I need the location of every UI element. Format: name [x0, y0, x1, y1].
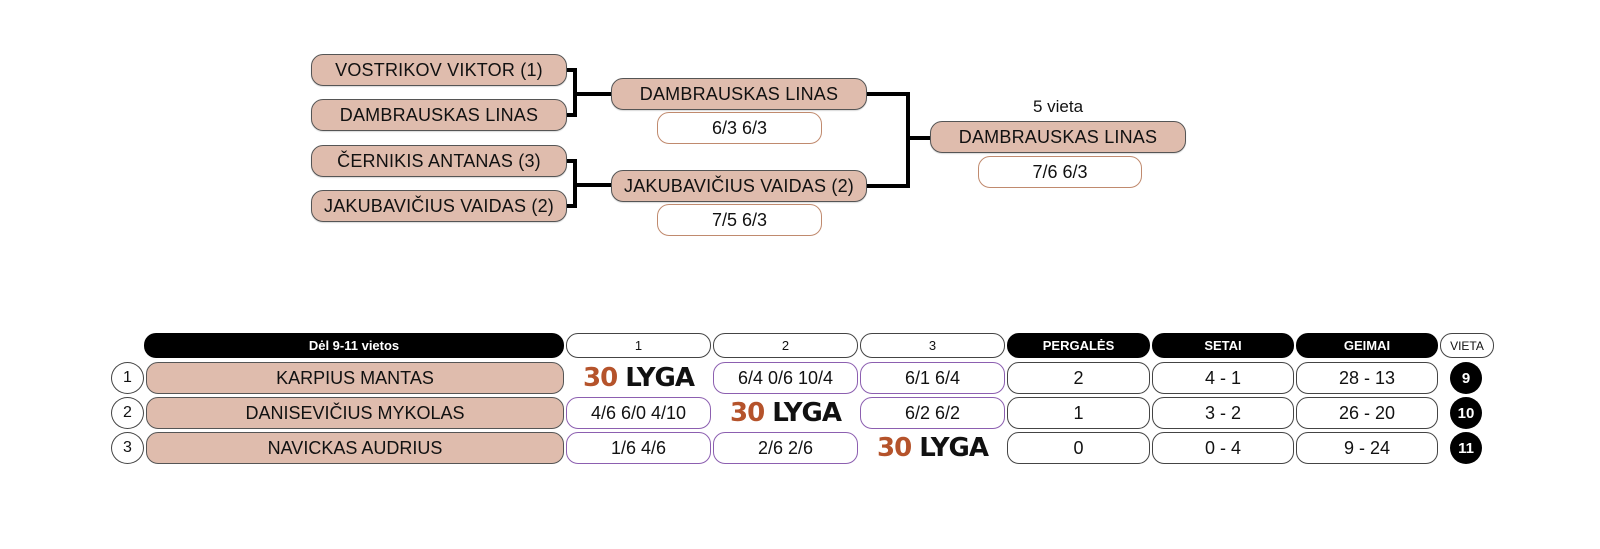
result-cell: 2/6 2/6: [713, 432, 858, 464]
sets-cell: 3 - 2: [1152, 397, 1294, 429]
games-cell: 9 - 24: [1296, 432, 1438, 464]
games-cell: 28 - 13: [1296, 362, 1438, 394]
col-header-1: 1: [566, 333, 711, 358]
player-name: DANISEVIČIUS MYKOLAS: [146, 397, 564, 429]
wins-cell: 0: [1007, 432, 1150, 464]
wins-cell: 2: [1007, 362, 1150, 394]
col-header-3: 3: [860, 333, 1005, 358]
logo-text: LYGA: [772, 398, 842, 428]
row-number: 1: [111, 362, 144, 394]
games-header: GEIMAI: [1296, 333, 1438, 358]
row-number: 2: [111, 397, 144, 429]
final-score: 7/6 6/3: [978, 156, 1142, 188]
final-winner: DAMBRAUSKAS LINAS: [930, 121, 1186, 153]
sets-header: SETAI: [1152, 333, 1294, 358]
r1-player-4: JAKUBAVIČIUS VAIDAS (2): [311, 190, 567, 222]
place-header: VIETA: [1440, 333, 1494, 358]
r1-player-2: DAMBRAUSKAS LINAS: [311, 99, 567, 131]
r2-score-2: 7/5 6/3: [657, 204, 822, 236]
result-cell: 6/2 6/2: [860, 397, 1005, 429]
logo-text: LYGA: [919, 433, 989, 463]
connector: [567, 68, 576, 72]
logo-number: 30: [877, 433, 912, 463]
connector: [573, 92, 611, 96]
connector: [867, 184, 910, 188]
result-cell: 1/6 4/6: [566, 432, 711, 464]
player-name: NAVICKAS AUDRIUS: [146, 432, 564, 464]
place-badge: 11: [1450, 432, 1482, 464]
games-cell: 26 - 20: [1296, 397, 1438, 429]
wins-header: PERGALĖS: [1007, 333, 1150, 358]
r2-winner-2: JAKUBAVIČIUS VAIDAS (2): [611, 170, 867, 202]
logo-number: 30: [583, 363, 618, 393]
logo-30-lyga: 30 LYGA: [860, 432, 1005, 464]
r1-player-3: ČERNIKIS ANTANAS (3): [311, 145, 567, 177]
connector: [906, 92, 910, 188]
sets-cell: 4 - 1: [1152, 362, 1294, 394]
place-badge: 9: [1450, 362, 1482, 394]
r2-score-1: 6/3 6/3: [657, 112, 822, 144]
result-cell: 4/6 6/0 4/10: [566, 397, 711, 429]
connector: [567, 113, 576, 117]
group-title: Dėl 9-11 vietos: [144, 333, 564, 358]
col-header-2: 2: [713, 333, 858, 358]
place-badge: 10: [1450, 397, 1482, 429]
connector: [867, 92, 910, 96]
logo-30-lyga: 30 LYGA: [713, 397, 858, 429]
r1-player-1: VOSTRIKOV VIKTOR (1): [311, 54, 567, 86]
connector: [906, 136, 930, 140]
place-label: 5 vieta: [1032, 97, 1084, 116]
r2-winner-1: DAMBRAUSKAS LINAS: [611, 78, 867, 110]
sets-cell: 0 - 4: [1152, 432, 1294, 464]
wins-cell: 1: [1007, 397, 1150, 429]
connector: [567, 159, 576, 163]
logo-number: 30: [730, 398, 765, 428]
logo-30-lyga: 30 LYGA: [566, 362, 711, 394]
result-cell: 6/4 0/6 10/4: [713, 362, 858, 394]
logo-text: LYGA: [625, 363, 695, 393]
connector: [567, 204, 576, 208]
row-number: 3: [111, 432, 144, 464]
player-name: KARPIUS MANTAS: [146, 362, 564, 394]
result-cell: 6/1 6/4: [860, 362, 1005, 394]
connector: [573, 183, 611, 187]
